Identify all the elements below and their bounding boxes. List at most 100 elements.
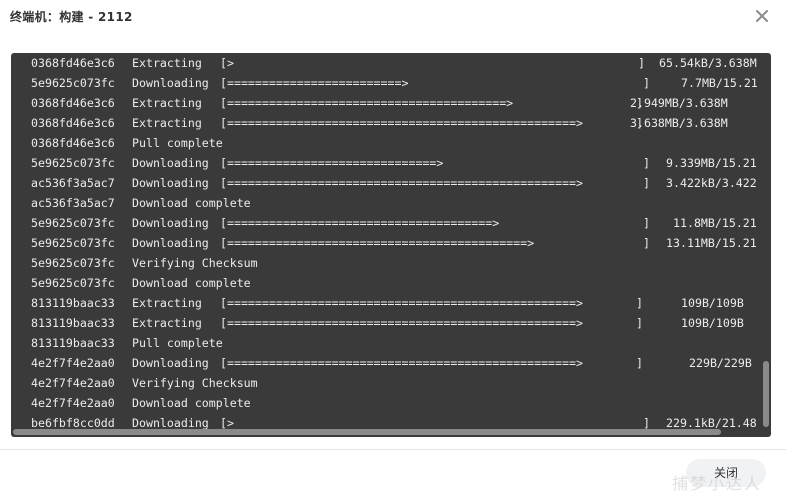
log-line-action: Pull complete — [132, 136, 223, 150]
log-line-progress-bar: [=======================================… — [220, 296, 583, 310]
log-line-action: Downloading — [132, 356, 209, 370]
log-line-action: Extracting — [132, 316, 202, 330]
log-line: 813119baac33 Extracting [=================… — [11, 294, 771, 314]
log-line-size: 109B/109B — [681, 296, 744, 310]
log-line: 0368fd46e3c6 Extracting [=================… — [11, 114, 771, 134]
log-line-size: 3.638MB/3.638M — [630, 116, 728, 130]
log-line-action: Verifying Checksum — [132, 376, 258, 390]
log-line-progress-bar: [=======================================… — [220, 96, 514, 110]
log-line-id: 4e2f7f4e2aa0 — [31, 376, 115, 390]
log-line-action: Downloading — [132, 236, 209, 250]
log-line-progress-bar: [> — [220, 416, 234, 430]
footer-divider — [0, 449, 786, 450]
log-line-action: Pull complete — [132, 336, 223, 350]
log-line-action: Verifying Checksum — [132, 256, 258, 270]
log-line: 5e9625c073fc Download complete — [11, 274, 771, 294]
log-line-id: 0368fd46e3c6 — [31, 136, 115, 150]
log-line-bracket: ] — [636, 296, 643, 310]
log-line-bracket: ] — [643, 76, 650, 90]
log-line-id: 813119baac33 — [31, 316, 115, 330]
log-line-bracket: ] — [636, 356, 643, 370]
log-line-id: ac536f3a5ac7 — [31, 196, 115, 210]
log-line-id: 0368fd46e3c6 — [31, 56, 115, 70]
log-line-progress-bar: [==============================> — [220, 156, 444, 170]
log-line-size: 229.1kB/21.48 — [666, 416, 757, 430]
log-line: 4e2f7f4e2aa0 Verifying Checksum — [11, 374, 771, 394]
log-line-bracket: ] — [638, 56, 645, 70]
log-line: ac536f3a5ac7 Download complete — [11, 194, 771, 214]
log-line: 0368fd46e3c6 Pull complete — [11, 134, 771, 154]
log-line-action: Downloading — [132, 76, 209, 90]
log-line-size: 229B/229B — [689, 356, 752, 370]
log-line: 5e9625c073fc Downloading [================… — [11, 214, 771, 234]
log-line-action: Downloading — [132, 416, 209, 430]
log-line-progress-bar: [=======================================… — [220, 356, 583, 370]
log-line-id: 4e2f7f4e2aa0 — [31, 396, 115, 410]
log-line-id: 0368fd46e3c6 — [31, 96, 115, 110]
log-line-id: 5e9625c073fc — [31, 156, 115, 170]
log-line-bracket: ] — [643, 416, 650, 430]
log-line-id: 5e9625c073fc — [31, 276, 115, 290]
log-line-size: 109B/109B — [681, 316, 744, 330]
log-line-progress-bar: [=======================================… — [220, 236, 535, 250]
log-line-size: 11.8MB/15.21 — [673, 216, 757, 230]
log-line-progress-bar: [=======================================… — [220, 316, 583, 330]
log-line-id: 813119baac33 — [31, 336, 115, 350]
log-line-id: 813119baac33 — [31, 296, 115, 310]
log-line-progress-bar: [=========================> — [220, 76, 409, 90]
log-line-size: 3.422kB/3.422 — [666, 176, 757, 190]
log-line-size: 7.7MB/15.21 — [681, 76, 758, 90]
log-line-bracket: ] — [643, 236, 650, 250]
log-line-id: 5e9625c073fc — [31, 76, 115, 90]
close-button[interactable]: 关闭 — [686, 459, 766, 487]
log-line-bracket: ] — [636, 316, 643, 330]
log-line-id: 4e2f7f4e2aa0 — [31, 356, 115, 370]
log-line-action: Extracting — [132, 296, 202, 310]
log-line: be6fbf8cc0dd Downloading [>] 229.1kB/21.48 — [11, 414, 771, 434]
log-line-size: 65.54kB/3.638M — [659, 56, 757, 70]
horizontal-scrollbar[interactable] — [13, 429, 721, 435]
log-line-action: Extracting — [132, 96, 202, 110]
log-line-action: Download complete — [132, 196, 251, 210]
log-line-id: be6fbf8cc0dd — [31, 416, 115, 430]
log-line-action: Downloading — [132, 216, 209, 230]
log-line-action: Downloading — [132, 176, 209, 190]
log-line: 4e2f7f4e2aa0 Downloading [================… — [11, 354, 771, 374]
log-line-size: 2.949MB/3.638M — [630, 96, 728, 110]
log-line-bracket: ] — [636, 116, 643, 130]
log-line-bracket: ] — [636, 96, 643, 110]
log-line-bracket: ] — [643, 156, 650, 170]
log-line: 0368fd46e3c6 Extracting [=================… — [11, 94, 771, 114]
log-line: 5e9625c073fc Downloading [================… — [11, 74, 771, 94]
log-line-progress-bar: [> — [220, 56, 234, 70]
log-line: 5e9625c073fc Downloading [================… — [11, 154, 771, 174]
log-line: 813119baac33 Pull complete — [11, 334, 771, 354]
log-line-action: Download complete — [132, 276, 251, 290]
log-line-progress-bar: [======================================> — [220, 216, 500, 230]
log-line-size: 13.11MB/15.21 — [666, 236, 757, 250]
log-line: ac536f3a5ac7 Downloading [================… — [11, 174, 771, 194]
log-line-id: 0368fd46e3c6 — [31, 116, 115, 130]
log-line: 813119baac33 Extracting [=================… — [11, 314, 771, 334]
log-line-id: ac536f3a5ac7 — [31, 176, 115, 190]
log-line-progress-bar: [=======================================… — [220, 116, 583, 130]
log-line-action: Extracting — [132, 56, 202, 70]
vertical-scrollbar[interactable] — [763, 361, 769, 427]
log-line-action: Downloading — [132, 156, 209, 170]
log-line-id: 5e9625c073fc — [31, 216, 115, 230]
close-icon[interactable] — [752, 6, 772, 26]
dialog-title-bar: 终端机：构建 - 2112 — [0, 0, 786, 34]
log-line-size: 9.339MB/15.21 — [666, 156, 757, 170]
log-line-id: 5e9625c073fc — [31, 256, 115, 270]
log-line-progress-bar: [=======================================… — [220, 176, 583, 190]
log-line: 0368fd46e3c6 Extracting [>] 65.54kB/3.638M — [11, 54, 771, 74]
dialog-title: 终端机：构建 - 2112 — [10, 10, 133, 24]
log-line-action: Extracting — [132, 116, 202, 130]
log-line: 5e9625c073fc Verifying Checksum — [11, 254, 771, 274]
log-line-bracket: ] — [643, 176, 650, 190]
